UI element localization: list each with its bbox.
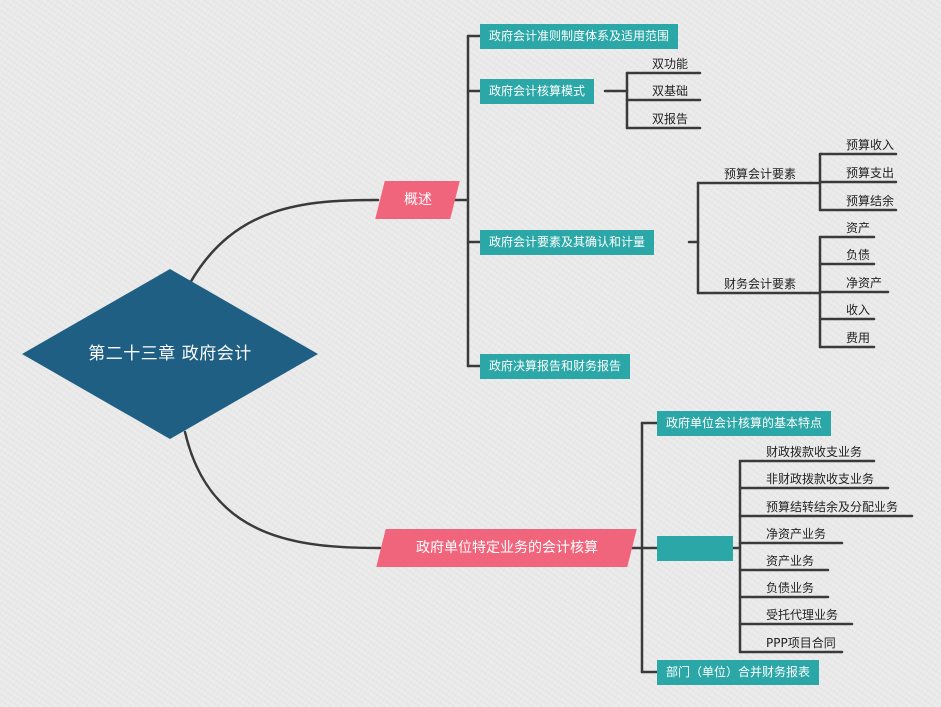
- leaf-non-fiscal-appropriation[interactable]: 非财政拨款收支业务: [766, 472, 875, 486]
- leaf-budget-revenue[interactable]: 预算收入: [846, 138, 895, 152]
- leaf-net-assets-business[interactable]: 净资产业务: [766, 527, 827, 541]
- leaf-budget-surplus[interactable]: 预算结余: [846, 194, 895, 208]
- subtopic-elements-recognition[interactable]: 政府会计要素及其确认和计量: [480, 230, 655, 255]
- leaf-liabilities[interactable]: 负债: [846, 248, 871, 262]
- subtopic-accounting-mode[interactable]: 政府会计核算模式: [480, 79, 595, 104]
- leaf-dual-basis[interactable]: 双基础: [652, 84, 689, 98]
- leaf-dual-report[interactable]: 双报告: [652, 112, 689, 126]
- leaf-fiscal-appropriation[interactable]: 财政拨款收支业务: [766, 445, 863, 459]
- leaf-budget-carryover[interactable]: 预算结转结余及分配业务: [766, 500, 899, 514]
- leaf-entrusted-agency[interactable]: 受托代理业务: [766, 608, 839, 622]
- root-topic-label: 第二十三章 政府会计: [88, 344, 252, 364]
- leaf-assets-business[interactable]: 资产业务: [766, 554, 815, 568]
- branch-overview[interactable]: 概述: [375, 181, 460, 219]
- leaf-budget-expense[interactable]: 预算支出: [846, 166, 895, 180]
- leaf-revenue[interactable]: 收入: [846, 303, 871, 317]
- subtopic-standards-system[interactable]: 政府会计准则制度体系及适用范围: [480, 24, 679, 49]
- subtopic-consolidated-statements[interactable]: 部门（单位）合并财务报表: [657, 660, 820, 685]
- leaf-assets[interactable]: 资产: [846, 221, 871, 235]
- leaf-liabilities-business[interactable]: 负债业务: [766, 581, 815, 595]
- subtopic-final-reports[interactable]: 政府决算报告和财务报告: [480, 354, 631, 379]
- root-topic[interactable]: 第二十三章 政府会计: [22, 269, 318, 439]
- group-budget-elements[interactable]: 预算会计要素: [724, 167, 797, 181]
- subtopic-special-business-list[interactable]: [657, 536, 733, 561]
- subtopic-basic-features[interactable]: 政府单位会计核算的基本特点: [657, 411, 832, 436]
- branch-overview-label: 概述: [403, 192, 432, 208]
- leaf-expenses[interactable]: 费用: [846, 331, 871, 345]
- leaf-net-assets[interactable]: 净资产: [846, 276, 883, 290]
- leaf-dual-function[interactable]: 双功能: [652, 57, 689, 71]
- group-finance-elements[interactable]: 财务会计要素: [724, 277, 797, 291]
- leaf-ppp-contract[interactable]: PPP项目合同: [766, 636, 836, 650]
- branch-special-business-label: 政府单位特定业务的会计核算: [415, 540, 598, 556]
- root-diamond-shape: [22, 269, 318, 439]
- branch-special-business[interactable]: 政府单位特定业务的会计核算: [376, 529, 637, 567]
